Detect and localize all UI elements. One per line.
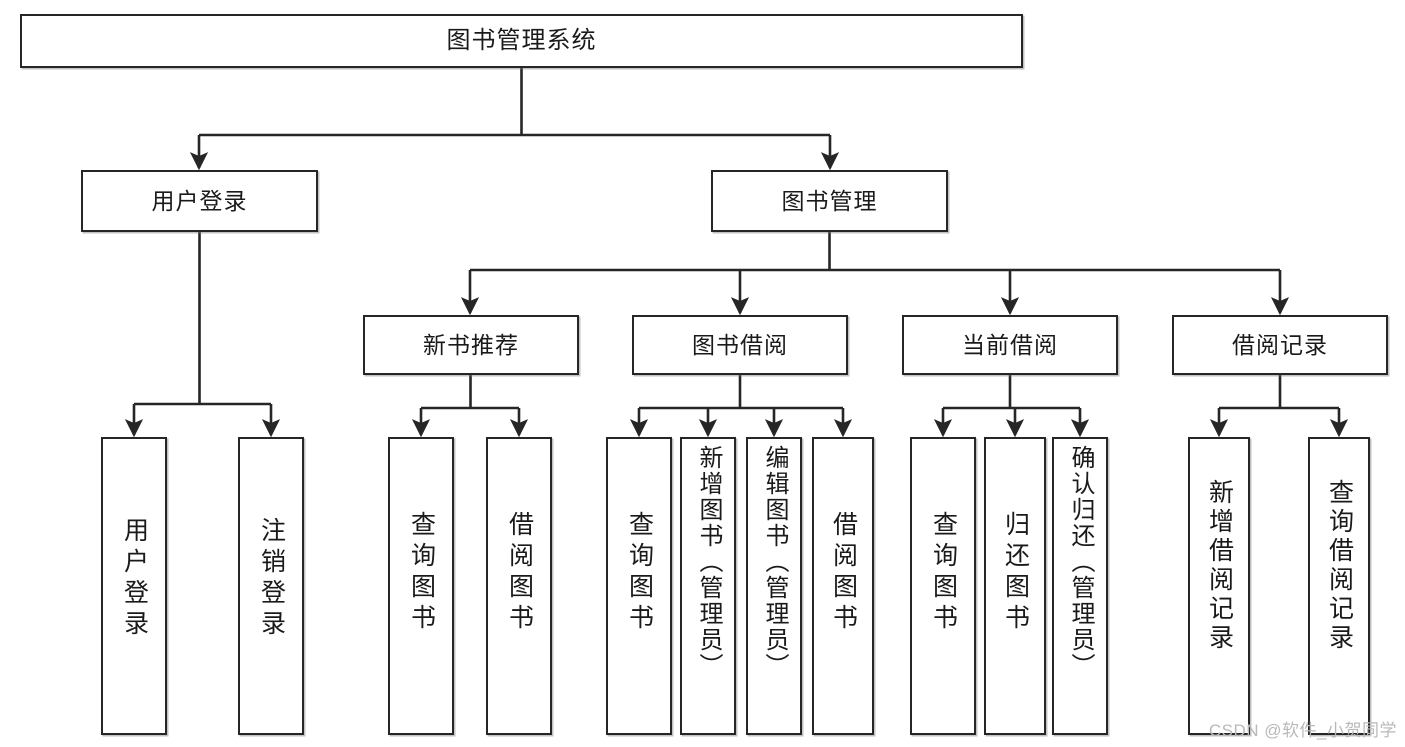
node-leaf-borrow-book[interactable]: 借阅图书 [812, 437, 874, 735]
node-book-borrow[interactable]: 图书借阅 [632, 315, 848, 375]
node-book-manage[interactable]: 图书管理 [711, 170, 948, 232]
node-new-book-recommend[interactable]: 新书推荐 [363, 315, 579, 375]
node-leaf-query-book-borrow[interactable]: 查询图书 [606, 437, 672, 735]
node-label: 图书管理系统 [446, 27, 597, 55]
node-leaf-add-borrow-record[interactable]: 新增借阅记录 [1188, 437, 1250, 735]
node-label: 归还图书 [1001, 511, 1030, 635]
node-label: 新书推荐 [423, 331, 519, 358]
node-leaf-logout[interactable]: 注销登录 [238, 437, 304, 735]
node-label: 用户登录 [151, 187, 248, 214]
node-label: 用户登录 [120, 517, 149, 641]
node-label: 图书借阅 [692, 331, 788, 358]
node-label: 查询图书 [625, 511, 654, 635]
node-label: 查询借阅记录 [1325, 479, 1354, 653]
node-borrow-record[interactable]: 借阅记录 [1172, 315, 1388, 375]
node-label: 查询图书 [407, 511, 436, 635]
node-leaf-borrow-book-recommend[interactable]: 借阅图书 [486, 437, 552, 735]
node-leaf-query-book-current[interactable]: 查询图书 [910, 437, 976, 735]
node-label: 借阅记录 [1232, 331, 1328, 358]
node-label: 借阅图书 [505, 511, 534, 635]
node-root-system[interactable]: 图书管理系统 [20, 14, 1023, 68]
node-label: 查询图书 [929, 511, 958, 635]
node-leaf-edit-book-admin[interactable]: 编辑图书（管理员） [746, 437, 802, 735]
node-current-borrow[interactable]: 当前借阅 [902, 315, 1118, 375]
node-leaf-query-borrow-record[interactable]: 查询借阅记录 [1308, 437, 1370, 735]
node-user-login[interactable]: 用户登录 [81, 170, 318, 232]
node-label: 编辑图书（管理员） [761, 445, 788, 679]
node-label: 注销登录 [257, 517, 286, 641]
node-leaf-confirm-return-admin[interactable]: 确认归还（管理员） [1052, 437, 1108, 735]
node-label: 当前借阅 [962, 331, 1058, 358]
node-leaf-query-book-recommend[interactable]: 查询图书 [388, 437, 454, 735]
node-label: 确认归还（管理员） [1067, 445, 1094, 679]
node-label: 新增借阅记录 [1205, 479, 1234, 653]
node-leaf-add-book-admin[interactable]: 新增图书（管理员） [680, 437, 736, 735]
node-leaf-return-book[interactable]: 归还图书 [984, 437, 1046, 735]
node-label: 图书管理 [781, 187, 878, 214]
node-label: 借阅图书 [829, 511, 858, 635]
node-leaf-user-login[interactable]: 用户登录 [101, 437, 167, 735]
node-label: 新增图书（管理员） [695, 445, 722, 679]
csdn-watermark: CSDN @软件_小贺同学 [1208, 721, 1397, 740]
